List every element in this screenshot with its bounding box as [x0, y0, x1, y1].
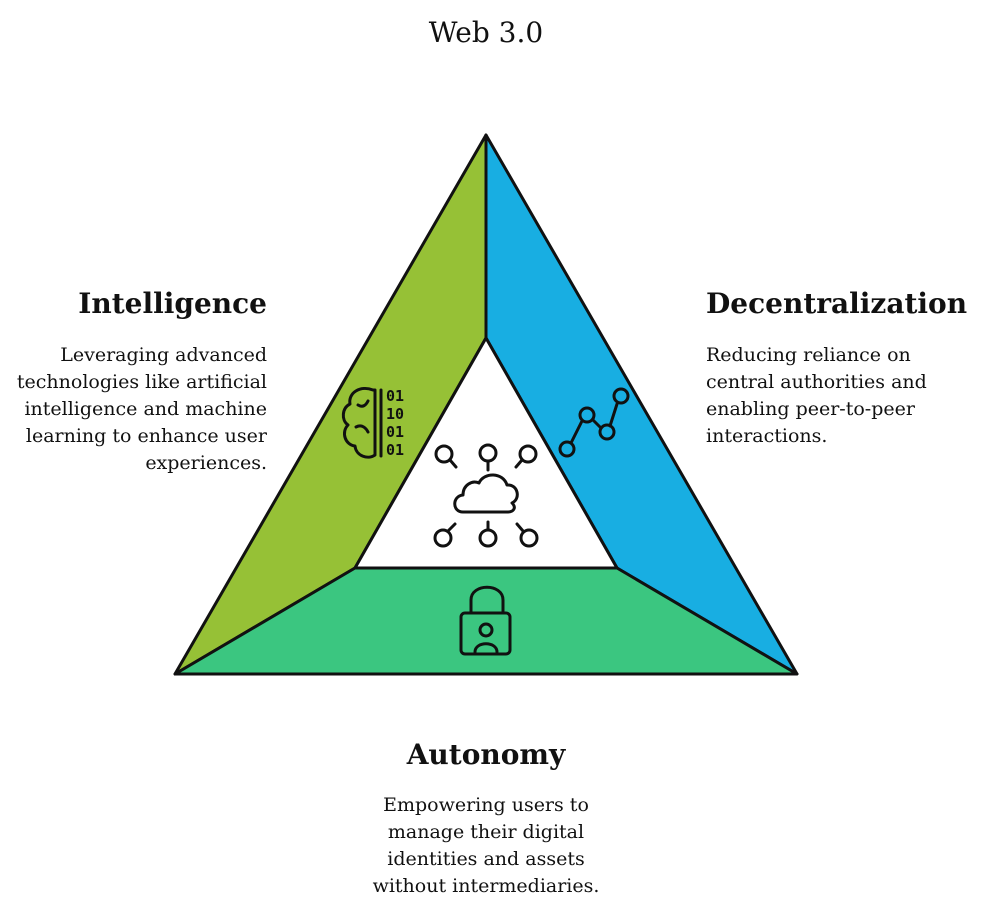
decentralization-heading: Decentralization: [706, 287, 968, 320]
binary-digit: 01: [386, 387, 404, 405]
brain-binary-icon: 01 10 01 01: [341, 387, 404, 459]
center-area: [353, 336, 619, 570]
cloud-network-icon: [433, 443, 539, 548]
autonomy-description: Empowering users to manage their digital…: [372, 794, 600, 897]
intelligence-description: Leveraging advanced technologies like ar…: [16, 344, 267, 474]
decentralization-description: Reducing reliance on central authorities…: [706, 344, 927, 447]
intelligence-heading: Intelligence: [78, 287, 267, 320]
autonomy-heading: Autonomy: [406, 738, 566, 771]
page-title: Web 3.0: [428, 16, 544, 49]
binary-digit: 10: [386, 405, 404, 423]
lock-user-icon: [459, 585, 512, 656]
binary-digit: 01: [386, 441, 404, 459]
binary-digit: 01: [386, 423, 404, 441]
network-nodes-icon: [558, 387, 630, 458]
